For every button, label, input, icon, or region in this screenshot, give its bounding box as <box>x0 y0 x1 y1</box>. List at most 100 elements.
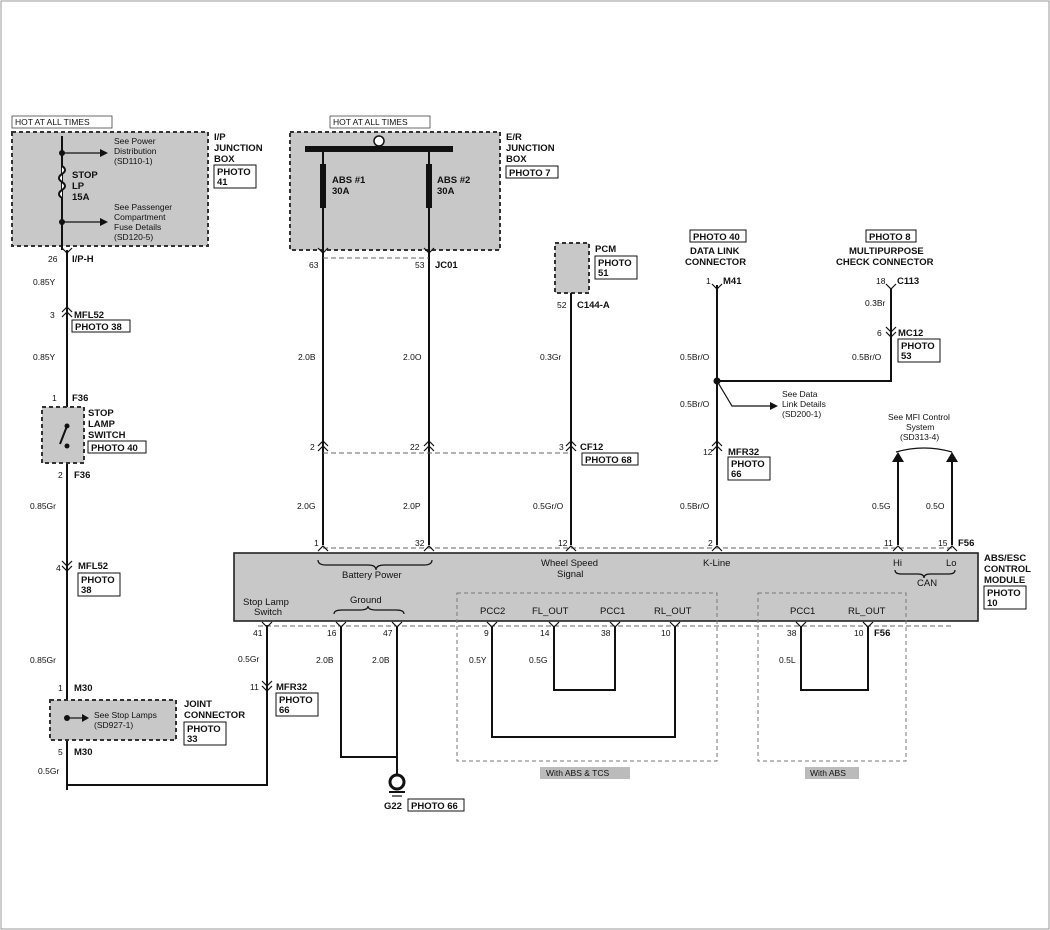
label-rl-out-b: RL_OUT <box>848 606 886 617</box>
jc01-label: JC01 <box>435 260 458 271</box>
ip-h-pin: 26 <box>48 254 58 264</box>
jc-photo-2: 33 <box>187 734 198 745</box>
wire-05bro-1: 0.5Br/O <box>680 352 710 362</box>
er-connector-icon <box>317 247 435 254</box>
module-pin-38-a: 38 <box>601 628 611 638</box>
f36-b-pin: 2 <box>58 470 63 480</box>
ip-see2-4: (SD120-5) <box>114 232 153 242</box>
jc-photo-box <box>183 721 227 746</box>
m30-b-pin: 5 <box>58 747 63 757</box>
label-k-line: K-Line <box>703 558 730 569</box>
data-link-arrow-line <box>716 380 770 407</box>
ip-hot-label: HOT AT ALL TIMES <box>15 117 90 127</box>
er-hot-label: HOT AT ALL TIMES <box>333 117 408 127</box>
label-signal: Signal <box>557 569 583 580</box>
can-brace <box>894 569 956 579</box>
ip-hot-tag <box>11 115 113 129</box>
module-photo-box <box>983 585 1027 610</box>
module-pin-32: 32 <box>415 538 425 548</box>
module-pin-41: 41 <box>253 628 263 638</box>
m30-b-label: M30 <box>74 747 92 758</box>
wire-20o: 2.0O <box>403 352 422 362</box>
see-mfi-2: System <box>906 422 934 432</box>
f36-a-label: F36 <box>72 393 88 404</box>
pcm-title: PCM <box>595 244 616 255</box>
c144a-label: C144-A <box>577 300 610 311</box>
ip-see1-3: (SD110-1) <box>114 156 153 166</box>
ip-see2-1: See Passenger <box>114 202 172 212</box>
mfr32-b-pin: 12 <box>703 447 713 457</box>
wire-03gr: 0.3Gr <box>540 352 561 362</box>
f36-b-label: F36 <box>74 470 90 481</box>
wire-05g-can: 0.5G <box>872 501 890 511</box>
label-stop-lamp: Stop Lamp <box>243 597 289 608</box>
wire-085y-2: 0.85Y <box>33 352 56 362</box>
mfr32-b-label: MFR32 <box>728 447 759 458</box>
label-wheel-speed: Wheel Speed <box>541 558 598 569</box>
ip-arrow-2-icon <box>100 218 108 226</box>
ground-photo: PHOTO 66 <box>411 801 458 812</box>
module-pin-38-b: 38 <box>787 628 797 638</box>
mc12-photo-2: 53 <box>901 351 912 362</box>
jc-see-2: (SD927-1) <box>94 720 133 730</box>
pcm-photo-box <box>594 255 638 280</box>
sls-title-2: LAMP <box>88 419 116 430</box>
label-can-lo: Lo <box>946 558 957 569</box>
can-hi-arrow-icon <box>892 452 904 462</box>
cf12-photo: PHOTO 68 <box>585 455 632 466</box>
ip-see2-3: Fuse Details <box>114 222 161 232</box>
f36-a-pin: 1 <box>52 393 57 403</box>
module-pin-12: 12 <box>558 538 568 548</box>
ip-h-connector-icon <box>61 247 73 254</box>
abs1-label-1: ABS #1 <box>332 175 366 186</box>
see-mfi-1: See MFI Control <box>888 412 950 422</box>
mc12-label: MC12 <box>898 328 923 339</box>
dlc-title-2: CONNECTOR <box>685 257 746 268</box>
module-title-3: MODULE <box>984 575 1025 586</box>
ground-label: G22 <box>384 801 402 812</box>
label-battery-power: Battery Power <box>342 570 402 581</box>
wire-20b-1: 2.0B <box>298 352 316 362</box>
label-rl-out-a: RL_OUT <box>654 606 692 617</box>
wire-05bro-4: 0.5Br/O <box>852 352 882 362</box>
joint-connector-box <box>49 699 177 741</box>
abs1-fuse-icon <box>320 164 326 208</box>
m41-pin: 1 <box>706 276 711 286</box>
wire-20b-g2: 2.0B <box>372 655 390 665</box>
wire-20g: 2.0G <box>297 501 315 511</box>
wire-05bro-3: 0.5Br/O <box>680 501 710 511</box>
ip-photo-1: PHOTO <box>217 167 251 178</box>
mfl52-b-label: MFL52 <box>78 561 108 572</box>
module-pin-2: 2 <box>708 538 713 548</box>
ip-junction-box <box>11 131 209 247</box>
ip-photo-2: 41 <box>217 177 228 188</box>
ip-see1-2: Distribution <box>114 146 157 156</box>
jc-title-1: JOINT <box>184 699 212 710</box>
pcm-photo-1: PHOTO <box>598 258 632 269</box>
label-ground: Ground <box>350 595 382 606</box>
wire-05bro-2: 0.5Br/O <box>680 399 710 409</box>
mc12-photo-1: PHOTO <box>901 341 935 352</box>
wire-085gr-2: 0.85Gr <box>30 655 56 665</box>
label-can-hi: Hi <box>893 558 902 569</box>
mpc-photo: PHOTO 8 <box>869 232 911 243</box>
ip-title-1: I/P <box>214 132 226 143</box>
module-pin-9: 9 <box>484 628 489 638</box>
er-pin-2: 53 <box>415 260 425 270</box>
cf12-photo-box <box>581 452 639 466</box>
see-mfi-3: (SD313-4) <box>900 432 939 442</box>
stop-lamp-return-wire <box>67 625 268 786</box>
dlc-title-1: DATA LINK <box>690 246 740 257</box>
c113-connector-icon <box>885 283 897 290</box>
pcc1-rl-out-wire <box>800 627 869 691</box>
ip-title-2: JUNCTION <box>214 143 263 154</box>
with-abs: With ABS <box>810 768 846 778</box>
module-pin-11: 11 <box>884 538 893 548</box>
sls-photo: PHOTO 40 <box>91 443 138 454</box>
wire-20p: 2.0P <box>403 501 421 511</box>
c113-label: C113 <box>897 276 919 287</box>
mfl52-b-photo-box <box>77 572 121 597</box>
m30-a-label: M30 <box>74 683 92 694</box>
mfr32-b-photo-box <box>727 456 771 481</box>
